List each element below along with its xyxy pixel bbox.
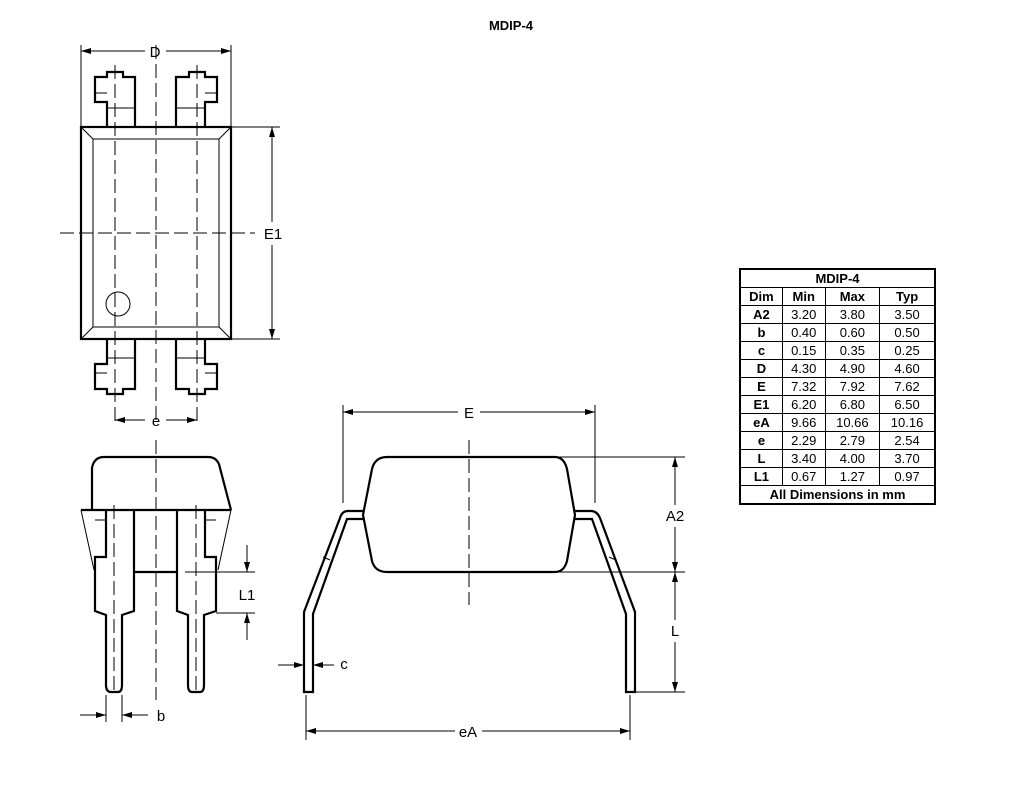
drawing-title: MDIP-4 <box>488 18 534 33</box>
value-cell: 9.66 <box>781 413 826 432</box>
table-title: MDIP-4 <box>739 268 936 288</box>
value-cell: 10.66 <box>824 413 881 432</box>
dim-cell: c <box>739 341 783 360</box>
value-cell: 7.62 <box>879 377 936 396</box>
dim-label-L: L <box>671 623 679 640</box>
value-cell: 4.00 <box>824 449 881 468</box>
value-cell: 0.25 <box>879 341 936 360</box>
dim-label-e: e <box>152 413 160 430</box>
value-cell: 3.80 <box>824 305 881 324</box>
pin1-indicator <box>105 291 131 317</box>
value-cell: 0.50 <box>879 323 936 342</box>
value-cell: 4.60 <box>879 359 936 378</box>
lead-bottom-left <box>93 339 137 396</box>
table-footer: All Dimensions in mm <box>739 485 936 505</box>
value-cell: 2.79 <box>824 431 881 450</box>
value-cell: 0.60 <box>824 323 881 342</box>
table-header-row: Dim Min Max Typ <box>739 287 936 306</box>
dim-label-L1: L1 <box>239 587 256 604</box>
value-cell: 6.80 <box>824 395 881 414</box>
dim-cell: A2 <box>739 305 783 324</box>
value-cell: 4.90 <box>824 359 881 378</box>
value-cell: 6.20 <box>781 395 826 414</box>
value-cell: 0.67 <box>781 467 826 486</box>
value-cell: 1.27 <box>824 467 881 486</box>
value-cell: 2.29 <box>781 431 826 450</box>
dim-cell: e <box>739 431 783 450</box>
value-cell: 0.97 <box>879 467 936 486</box>
value-cell: 0.15 <box>781 341 826 360</box>
value-cell: 0.40 <box>781 323 826 342</box>
value-cell: 7.92 <box>824 377 881 396</box>
top-view <box>60 45 280 425</box>
value-cell: 10.16 <box>879 413 936 432</box>
value-cell: 3.20 <box>781 305 826 324</box>
dim-label-c: c <box>340 656 348 673</box>
value-cell: 3.50 <box>879 305 936 324</box>
end-view <box>80 440 255 722</box>
dim-label-eA: eA <box>459 724 477 741</box>
dim-label-E1: E1 <box>264 226 282 243</box>
dim-label-A2: A2 <box>666 508 684 525</box>
value-cell: 7.32 <box>781 377 826 396</box>
column-header: Dim <box>739 287 783 306</box>
column-header: Typ <box>879 287 936 306</box>
lead-bottom-right <box>174 339 219 396</box>
value-cell: 6.50 <box>879 395 936 414</box>
value-cell: 2.54 <box>879 431 936 450</box>
lead-top-left <box>93 70 137 127</box>
dim-cell: E1 <box>739 395 783 414</box>
dim-label-E: E <box>464 405 474 422</box>
dim-label-b: b <box>157 708 165 725</box>
value-cell: 3.40 <box>781 449 826 468</box>
value-cell: 0.35 <box>824 341 881 360</box>
dim-cell: L <box>739 449 783 468</box>
dim-cell: L1 <box>739 467 783 486</box>
dim-cell: E <box>739 377 783 396</box>
front-view <box>278 405 685 740</box>
dim-cell: eA <box>739 413 783 432</box>
value-cell: 4.30 <box>781 359 826 378</box>
dim-cell: b <box>739 323 783 342</box>
dim-cell: D <box>739 359 783 378</box>
dim-label-D: D <box>150 44 161 61</box>
value-cell: 3.70 <box>879 449 936 468</box>
lead-top-right <box>174 70 219 127</box>
column-header: Min <box>781 287 826 306</box>
column-header: Max <box>824 287 881 306</box>
